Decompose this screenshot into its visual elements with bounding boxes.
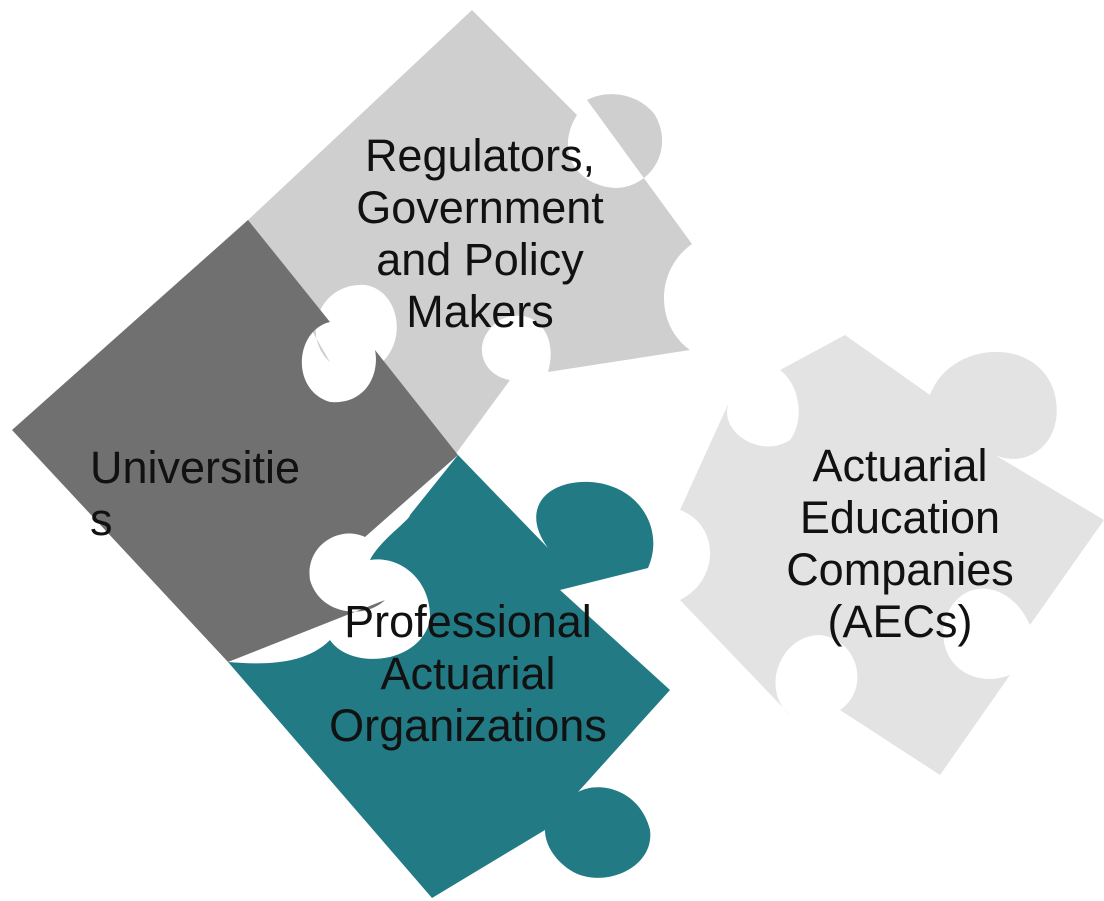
- professional-label-line: Professional: [344, 596, 592, 647]
- regulators-label-line: Makers: [406, 286, 554, 337]
- regulators-label: Regulators, Government and Policy Makers: [340, 130, 620, 338]
- professional-label-line: Actuarial: [380, 648, 556, 699]
- universities-label: Universitie s: [90, 442, 300, 546]
- professional-label-line: Organizations: [329, 700, 607, 751]
- aec-label-line: Education: [799, 492, 1001, 543]
- regulators-label-line: Regulators,: [364, 130, 596, 181]
- professional-piece: [228, 455, 670, 898]
- aec-label-line: Actuarial: [812, 440, 988, 491]
- aec-label-line: (AECs): [827, 596, 973, 647]
- aec-label: Actuarial Education Companies (AECs): [770, 440, 1030, 648]
- aec-label-line: Companies: [786, 544, 1014, 595]
- regulators-label-line: and Policy: [376, 234, 584, 285]
- professional-label: Professional Actuarial Organizations: [318, 596, 618, 752]
- universities-label-line: Universitie: [90, 442, 301, 493]
- universities-label-line: s: [90, 494, 113, 545]
- universities-piece: [12, 220, 458, 662]
- aec-piece: [680, 335, 1104, 775]
- regulators-piece: [248, 10, 692, 455]
- regulators-label-line: Government: [356, 182, 604, 233]
